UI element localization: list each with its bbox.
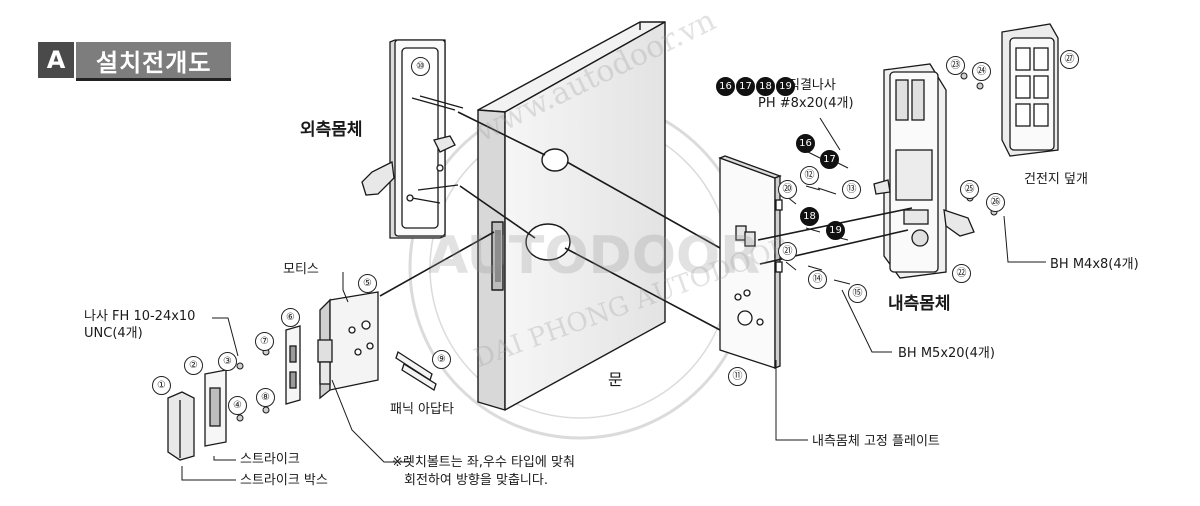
callout-group-17: 17 [736,77,755,96]
inner-body-label: 내측몸체 [888,294,951,314]
section-title: 설치전개도 [76,42,232,81]
inner-body [873,63,975,279]
callout-25: ㉕ [960,180,979,199]
callout-14: ⑭ [808,270,827,289]
strike-label: 스트라이크 [240,452,300,467]
callout-20: ⑳ [778,180,797,199]
self-tapping-screw-label: 직결나사 [788,78,836,93]
callout-3: ③ [218,352,237,371]
door-label: 문 [608,370,623,389]
callout-1: ① [152,376,171,395]
battery-cover [1001,23,1059,157]
callout-group-16: 16 [716,77,735,96]
callout-group-16-19: 16 17 18 19 [716,77,795,96]
bh-m4-label: BH M4x8(4개) [1050,257,1139,272]
callout-26: ㉖ [986,193,1005,212]
callout-8: ⑧ [256,388,275,407]
callout-11: ⑪ [728,367,747,386]
outer-body-label: 외측몸체 [300,120,363,140]
face-plate [285,325,301,405]
callout-4: ④ [228,396,247,415]
latch-note-line1: ※렛치볼트는 좌,우수 타입에 맞춰 [392,455,575,470]
self-tapping-screw-spec: PH #8x20(4개) [758,96,854,111]
bh-m5-label: BH M5x20(4개) [898,346,995,361]
latch-note-line2: 회전하여 방향을 맞춥니다. [404,473,548,488]
callout-18: 18 [800,207,819,226]
callout-16: 16 [796,134,815,153]
callout-10: ⑩ [411,57,430,76]
strike-plate [204,369,227,447]
section-badge: A [38,42,74,78]
strike-box-label: 스트라이크 박스 [240,473,328,488]
callout-15: ⑮ [848,284,867,303]
callout-21: ㉑ [778,242,797,261]
callout-27: ㉗ [1060,50,1079,69]
leader-lines [181,117,1046,481]
callout-24: ㉔ [972,62,991,81]
panic-adapter-label: 패닉 아답타 [390,402,454,417]
inner-plate-label: 내측몸체 고정 플레이트 [812,434,940,449]
callout-5: ⑤ [358,274,377,293]
screw-fh-unc-label: UNC(4개) [84,326,143,341]
inner-fixing-plate [718,155,783,369]
strike-box [167,391,195,461]
mortise-lock [317,291,379,400]
screw-fh-label: 나사 FH 10-24x10 [84,309,196,324]
mortise-label: 모티스 [283,262,319,277]
callout-19: 19 [826,221,845,240]
callout-12: ⑫ [800,166,819,185]
callout-group-18: 18 [756,77,775,96]
callout-7: ⑦ [255,332,274,351]
door [477,21,666,411]
section-header: A 설치전개도 [38,42,232,81]
callout-23: ㉓ [946,56,965,75]
outer-body [361,39,464,239]
callout-22: ㉒ [952,264,971,283]
callout-9: ⑨ [432,350,451,369]
battery-cover-label: 건전지 덮개 [1024,172,1088,187]
panic-adapter [395,350,437,391]
callout-13: ⑬ [842,180,861,199]
callout-2: ② [184,356,203,375]
callout-group-19: 19 [776,77,795,96]
callout-6: ⑥ [281,308,300,327]
callout-17: 17 [820,150,839,169]
